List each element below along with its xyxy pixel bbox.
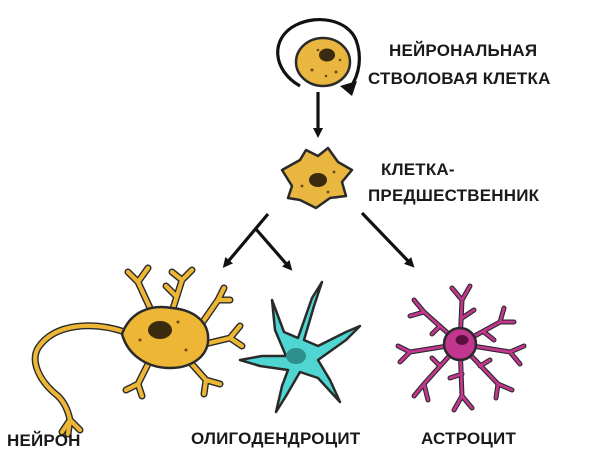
oligodendrocyte-cell bbox=[240, 282, 360, 412]
astrocyte-cell bbox=[398, 286, 524, 410]
stem-cell-label-line1: НЕЙРОНАЛЬНАЯ bbox=[389, 41, 537, 61]
branch-arrow-icon bbox=[226, 213, 411, 267]
progenitor-label-line2: ПРЕДШЕСТВЕННИК bbox=[368, 186, 539, 206]
neuron-label: НЕЙРОН bbox=[7, 431, 81, 451]
oligodendrocyte-label: ОЛИГОДЕНДРОЦИТ bbox=[191, 429, 360, 449]
progenitor-cell bbox=[282, 148, 352, 208]
neuron-cell bbox=[35, 268, 242, 434]
astrocyte-label: АСТРОЦИТ bbox=[421, 429, 516, 449]
progenitor-label-line1: КЛЕТКА- bbox=[381, 160, 455, 180]
stem-cell bbox=[296, 38, 350, 86]
stem-cell-label-line2: СТВОЛОВАЯ КЛЕТКА bbox=[368, 69, 551, 89]
